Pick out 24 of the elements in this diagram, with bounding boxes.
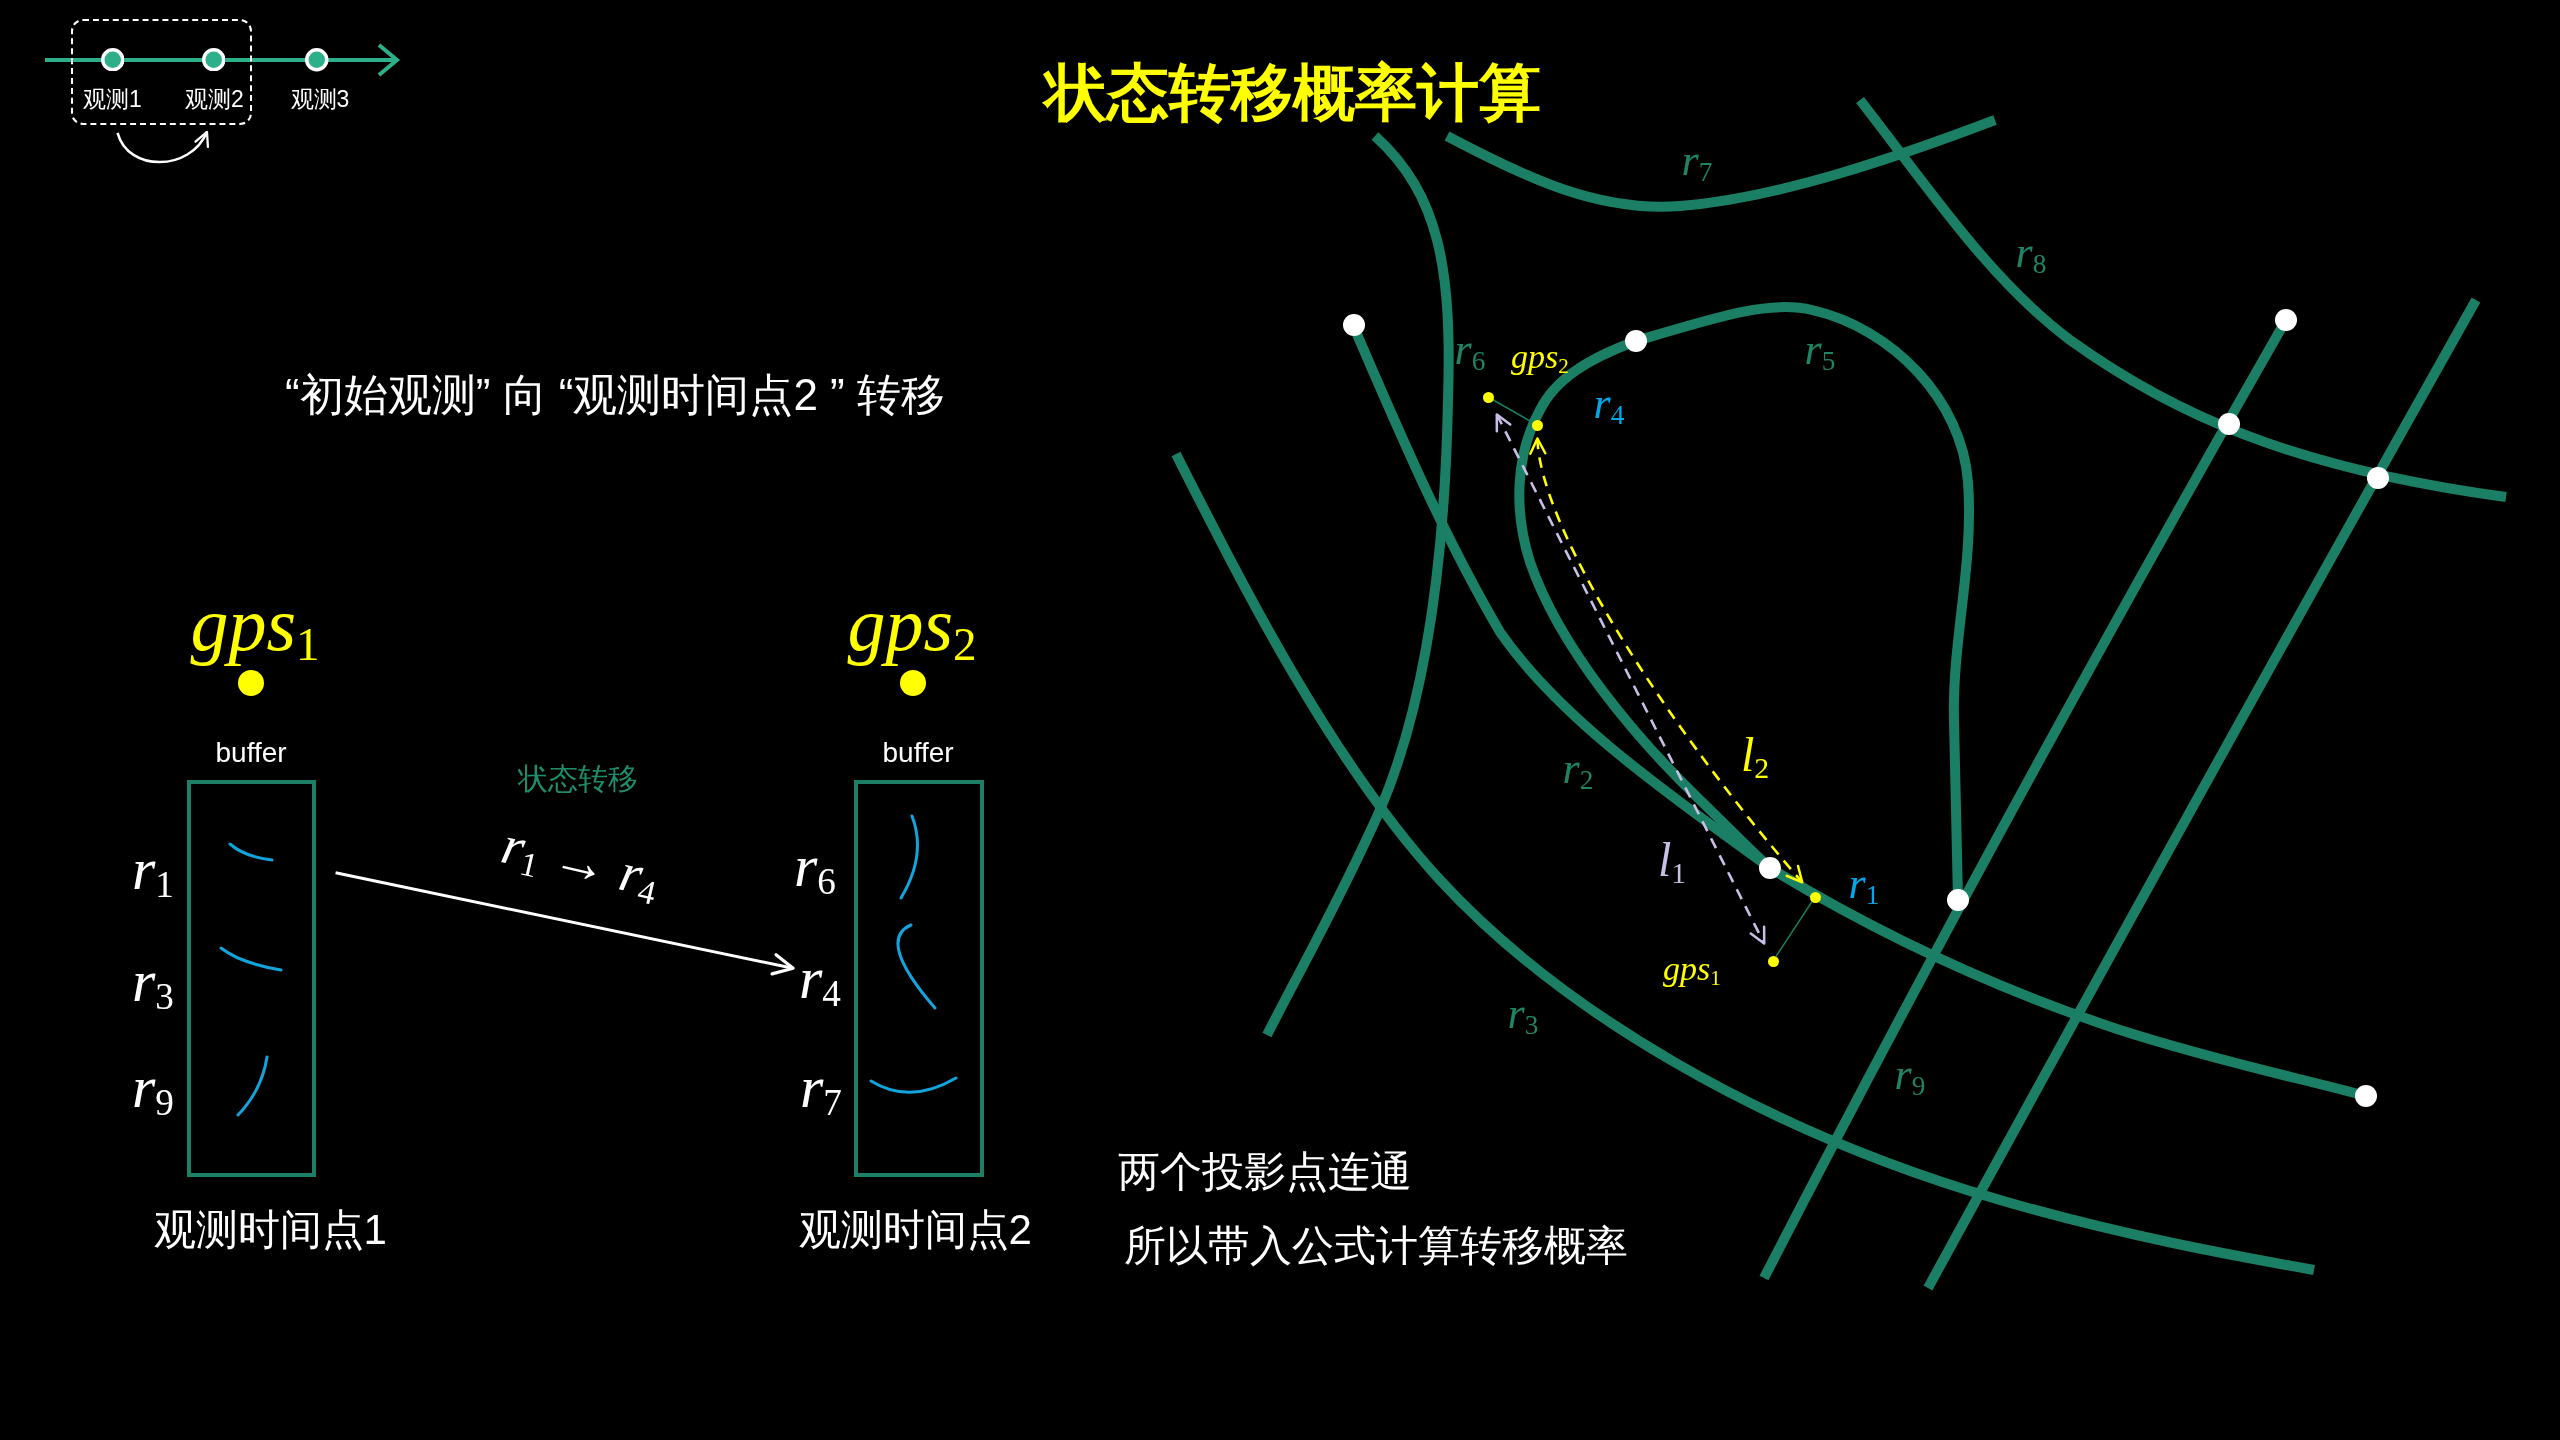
box-heading: buffer	[882, 736, 954, 770]
dashed-frame	[71, 19, 252, 125]
timeline-label: 观测2	[185, 85, 244, 114]
subtitle: “初始观测” 向 “观测时间点2 ” 转移	[285, 368, 945, 421]
timeline-label: 观测1	[83, 85, 142, 114]
time-label: 观测时间点2	[798, 1205, 1032, 1255]
timeline-label: 观测3	[290, 86, 350, 114]
road-label: r$_{7}$	[800, 1053, 842, 1123]
point-label: gps$_{1}$	[190, 580, 320, 670]
road-label: r$_{9}$	[132, 1053, 174, 1123]
box-heading: buffer	[215, 736, 287, 770]
road-label: r$_{3}$	[132, 947, 174, 1017]
curved-arrow	[116, 130, 209, 164]
road-label: r$_{4}$	[799, 942, 841, 1014]
arrow	[335, 871, 795, 976]
note: 两个投影点连通	[1118, 1147, 1412, 1197]
note: 所以带入公式计算转移概率	[1124, 1221, 1628, 1271]
road-label: r$_{6}$	[794, 832, 836, 902]
annotation: 状态转移	[518, 761, 638, 797]
road-label: r$_{7}$	[1681, 134, 1713, 188]
time-label: 观测时间点1	[153, 1205, 387, 1255]
point-label: gps$_{2}$	[847, 580, 977, 670]
road-label: r$_{1}$	[132, 835, 174, 905]
road-label: r$_{8}$	[2015, 226, 2047, 280]
